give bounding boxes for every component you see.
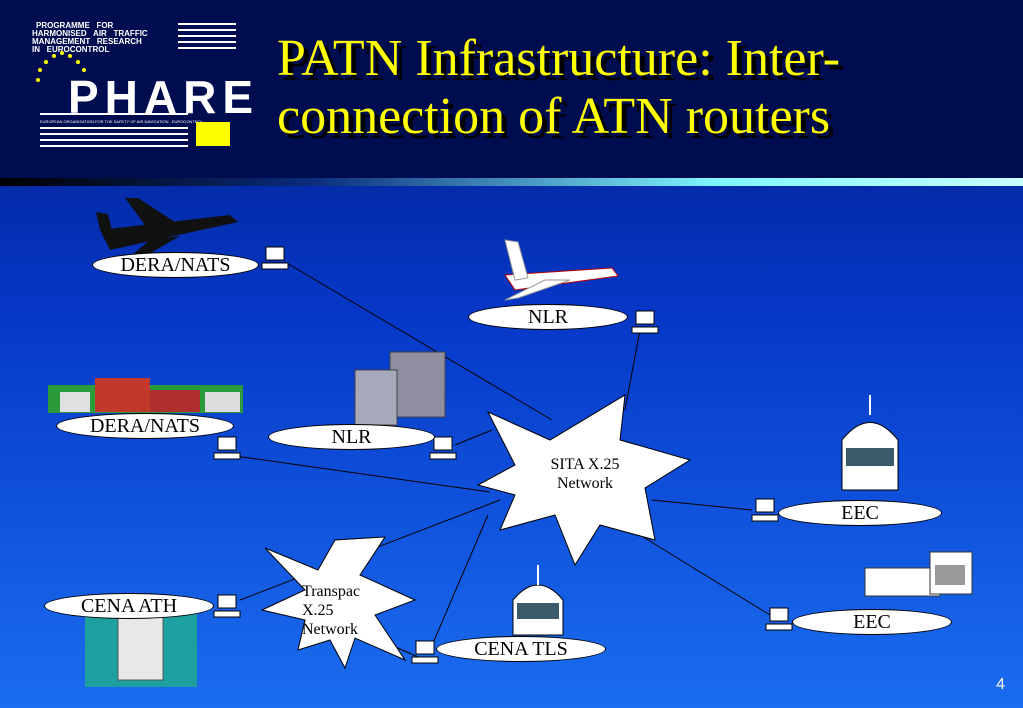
node-eec-bottom: EEC (792, 609, 952, 635)
page-title: PATN Infrastructure: Inter-connection of… (277, 30, 841, 145)
logo-phare-text: PHARE (68, 71, 260, 123)
town-image (48, 378, 243, 413)
node-dera-nats-top: DERA/NATS (92, 252, 259, 278)
link-dera-mid-sita (227, 454, 491, 493)
node-cena-ath: CENA ATH (44, 593, 214, 619)
logo-line-4: IN EUROCONTROL (32, 45, 110, 54)
link-eec-bottom-sita (639, 534, 771, 616)
link-nlr-mid-sita (454, 429, 493, 446)
computer-icon (631, 310, 659, 334)
building-image (85, 605, 197, 687)
link-nlr-top-sita (624, 329, 641, 411)
computer-icon (213, 594, 241, 618)
computer-icon (751, 498, 779, 522)
office-tower-image (354, 351, 446, 426)
page-title-shadow: PATN Infrastructure: Inter-connection of… (282, 35, 846, 150)
header-bar (0, 0, 1023, 180)
node-cena-tls: CENA TLS (436, 636, 606, 662)
white-jet-image (504, 239, 619, 301)
computer-icon (765, 607, 793, 631)
node-nlr-mid: NLR (268, 424, 435, 450)
computer-icon (261, 246, 289, 270)
page-number: 4 (996, 676, 1005, 693)
logo-line-1: PROGRAMME FOR (36, 21, 114, 30)
logo-stripes (36, 23, 236, 147)
logo-line-3: MANAGEMENT RESEARCH (32, 37, 142, 46)
node-dera-nats-mid: DERA/NATS (56, 413, 234, 439)
computer-icon (411, 640, 439, 664)
logo-footer: EUROPEAN ORGANISATION FOR THE SAFETY OF … (40, 119, 203, 124)
sita-network-label: SITA X.25 Network (550, 456, 620, 492)
transpac-network-label: Transpac X.25 Network (302, 583, 361, 638)
link-sita-cena-tls (429, 514, 489, 651)
computer-icon (213, 436, 241, 460)
bullet-square (196, 122, 230, 146)
sita-network-cloud (476, 394, 692, 567)
cockpit-image-eec (841, 395, 899, 491)
computer-icon (429, 436, 457, 460)
header-divider (0, 178, 1023, 186)
link-dera-top-sita (284, 261, 553, 421)
cockpit-image-cena (512, 565, 564, 636)
phare-logo: PROGRAMME FOR HARMONISED AIR TRAFFIC MAN… (28, 18, 253, 158)
transpac-network-cloud (260, 536, 417, 670)
factory-image (864, 551, 973, 597)
link-eec-top-sita (651, 499, 753, 511)
node-eec-top: EEC (778, 500, 942, 526)
node-nlr-top: NLR (468, 304, 628, 330)
logo-line-2: HARMONISED AIR TRAFFIC (32, 29, 148, 38)
